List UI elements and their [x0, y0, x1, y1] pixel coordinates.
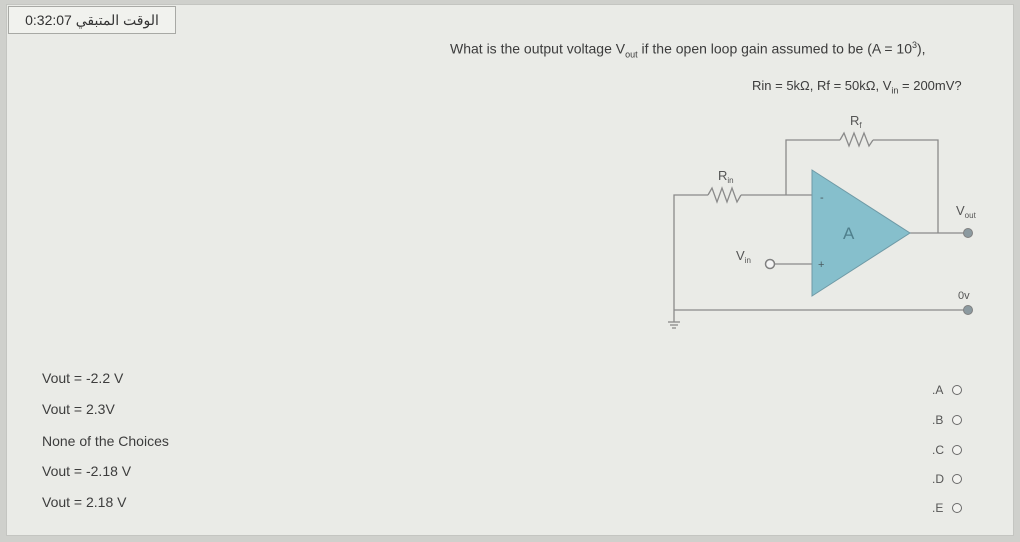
- choice-e-radio[interactable]: [952, 503, 962, 513]
- choice-c-key: .C: [932, 443, 944, 457]
- plus-sign: +: [818, 259, 824, 271]
- rf-resistor: [839, 131, 874, 148]
- rf-label: Rf: [850, 113, 862, 130]
- question-text-part: What is the output voltage V: [450, 40, 626, 57]
- question-subscript: out: [625, 49, 638, 60]
- vout-terminal: [963, 228, 973, 238]
- question-subscript: in: [891, 85, 899, 96]
- question-text-line1: What is the output voltage Vout if the o…: [450, 40, 1010, 59]
- choice-c-radio[interactable]: [952, 445, 962, 455]
- choice-c-text: None of the Choices: [42, 433, 169, 449]
- rin-label: Rin: [718, 168, 734, 185]
- vin-label: Vin: [736, 248, 751, 265]
- timer-value: 0:32:07: [25, 12, 72, 28]
- choice-d-radio[interactable]: [952, 474, 962, 484]
- feedback-wire-right: [873, 139, 939, 233]
- choice-e-key: .E: [932, 501, 944, 515]
- choice-d-key: .D: [932, 472, 944, 486]
- choice-a-radio[interactable]: [952, 385, 962, 395]
- feedback-wire-left: [785, 139, 840, 195]
- vin-terminal: [764, 258, 776, 270]
- rin-resistor: [707, 186, 742, 204]
- question-text-part: = 200mV?: [898, 78, 962, 93]
- choice-d-text: Vout = -2.18 V: [42, 463, 132, 479]
- choice-a-key: .A: [932, 383, 944, 397]
- ground-terminal: [963, 305, 973, 315]
- opamp-triangle: [811, 169, 911, 297]
- question-text-part: if the open loop gain assumed to be (A =…: [637, 40, 913, 57]
- opamp-circuit-diagram: Rf Rin Vin Vout A - + 0v: [668, 113, 977, 329]
- choice-a-text: Vout = -2.2 V: [42, 370, 124, 386]
- question-text-part: ),: [917, 40, 926, 57]
- choice-e-text: Vout = 2.18 V: [42, 494, 127, 510]
- question-superscript: 3: [912, 40, 918, 50]
- vout-label: Vout: [956, 203, 977, 220]
- minus-sign: -: [820, 192, 824, 204]
- choice-b-text: Vout = 2.3V: [42, 401, 115, 417]
- timer-box: الوقت المتبقي 0:32:07: [8, 6, 176, 34]
- choice-b-key: .B: [932, 413, 944, 427]
- ground-voltage-label: 0v: [958, 290, 970, 302]
- timer-label: الوقت المتبقي: [75, 12, 159, 28]
- choice-b-radio[interactable]: [952, 415, 962, 425]
- question-text-part: Rin = 5kΩ, Rf = 50kΩ, V: [752, 78, 892, 93]
- amp-label: A: [843, 224, 855, 243]
- question-text-line2: Rin = 5kΩ, Rf = 50kΩ, Vin = 200mV?: [752, 78, 962, 96]
- input-wire: [673, 194, 708, 310]
